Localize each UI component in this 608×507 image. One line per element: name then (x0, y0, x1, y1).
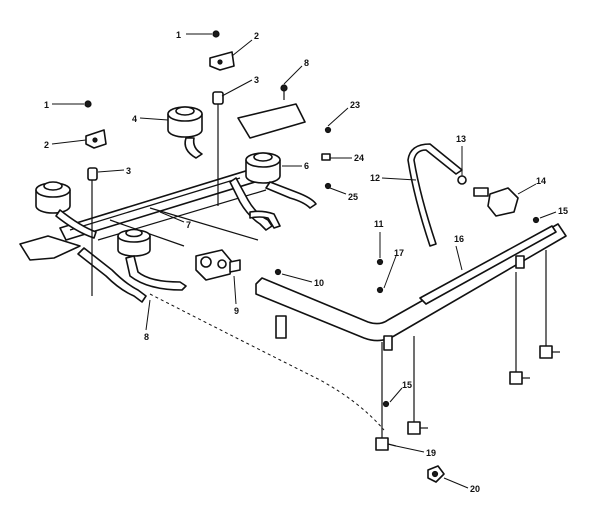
screw-11 (376, 258, 384, 266)
callout-1: 1 (176, 30, 181, 40)
callout-14: 14 (536, 176, 546, 186)
burner-frame (19, 103, 306, 261)
screw-15b (382, 400, 390, 408)
valve-1 (407, 336, 428, 435)
bracket-top (209, 51, 235, 71)
valve-4 (375, 342, 397, 451)
valve-2 (509, 272, 530, 385)
callout-8: 8 (144, 332, 149, 342)
burner-back-right (245, 152, 317, 209)
callout-1: 1 (44, 100, 49, 110)
callout-7: 7 (186, 220, 191, 230)
burner-front-right (117, 228, 187, 291)
callout-16: 16 (454, 234, 464, 244)
spark-electrode-front (87, 167, 98, 296)
callout-10: 10 (314, 278, 324, 288)
callout-9: 9 (234, 306, 239, 316)
callout-15: 15 (558, 206, 568, 216)
callout-23: 23 (350, 100, 360, 110)
bracket-left (85, 129, 107, 149)
callout-20: 20 (470, 484, 480, 494)
valve-3 (539, 250, 560, 359)
callout-15: 15 (402, 380, 412, 390)
clip-24 (321, 153, 331, 161)
callout-2: 2 (44, 140, 49, 150)
callout-2: 2 (254, 31, 259, 41)
nut-25 (324, 182, 332, 190)
callout-13: 13 (456, 134, 466, 144)
callout-11: 11 (374, 219, 384, 229)
callout-12: 12 (370, 173, 380, 183)
callout-4: 4 (132, 114, 137, 124)
callout-3: 3 (126, 166, 131, 176)
callout-3: 3 (254, 75, 259, 85)
manifold-pipe (255, 223, 567, 351)
burner-front-left (35, 181, 97, 239)
venturi-tubes (77, 177, 281, 303)
pressure-regulator (195, 249, 241, 281)
screw-bracket-23 (324, 126, 332, 134)
burner-back-left (167, 106, 203, 159)
callout-17: 17 (394, 248, 404, 258)
callout-8: 8 (304, 58, 309, 68)
callout-24: 24 (354, 153, 364, 163)
screw-left (84, 100, 92, 108)
screw-17 (376, 286, 384, 294)
screw-frame (280, 84, 288, 100)
spark-electrode-back (212, 91, 224, 206)
oven-supply-tube (407, 143, 467, 247)
callout-numbers: 1 2 3 8 1 2 4 3 23 24 25 6 7 12 13 14 15… (44, 30, 568, 494)
leader-lines (51, 33, 557, 489)
screw-10 (274, 268, 282, 276)
callout-19: 19 (426, 448, 436, 458)
safety-valve (473, 187, 519, 217)
knob-20 (427, 465, 445, 483)
screw-top (212, 30, 220, 38)
callout-6: 6 (304, 161, 309, 171)
screw-15a (532, 216, 540, 224)
callout-25: 25 (348, 192, 358, 202)
